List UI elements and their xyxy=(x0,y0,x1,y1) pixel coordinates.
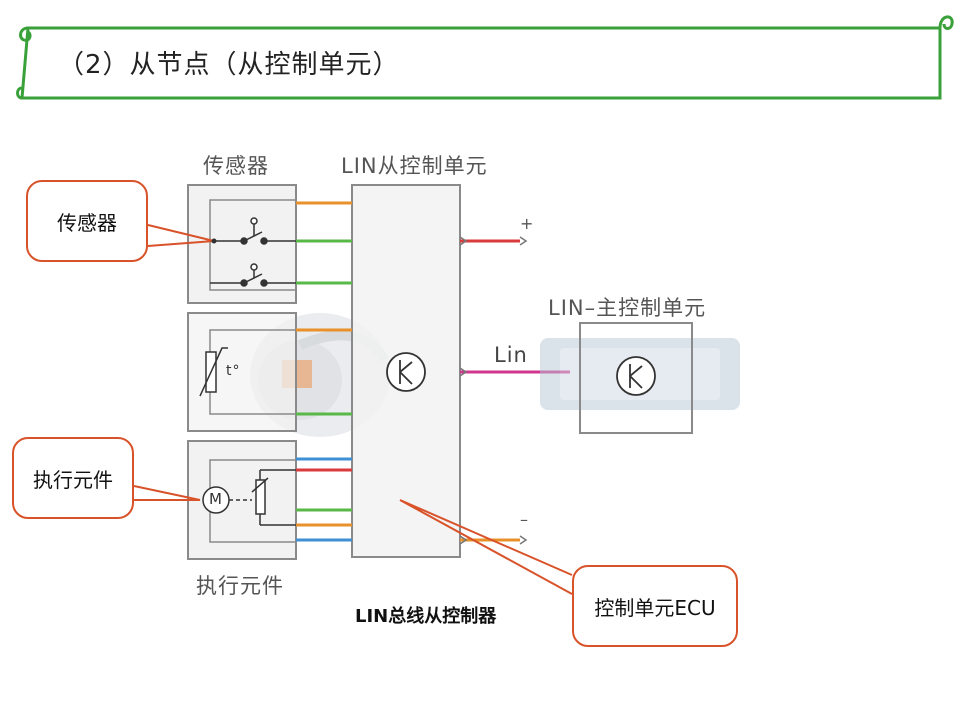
title-banner xyxy=(16,15,954,100)
master-unit-label: LIN–主控制单元 xyxy=(548,296,707,320)
thermistor-symbol xyxy=(199,347,228,397)
diagram-caption: LIN总线从控制器 xyxy=(355,606,497,627)
sensor-callout: 传感器 xyxy=(26,180,148,262)
actuator-callout: 执行元件 xyxy=(12,437,134,519)
actuator-group-label: 执行元件 xyxy=(196,574,284,598)
wires xyxy=(296,201,570,542)
slave-unit-label: LIN从控制单元 xyxy=(341,154,488,178)
sensor-switch-2 xyxy=(210,263,296,287)
ecu-callout: 控制单元ECU xyxy=(572,565,738,647)
page-title: （2）从节点（从控制单元） xyxy=(58,50,400,80)
motor-label: M xyxy=(209,490,223,508)
sensor-inner-frame xyxy=(209,199,297,291)
minus-terminal-label: – xyxy=(520,510,529,529)
sensor-pointer-dot xyxy=(211,238,217,244)
lin-wire-label: Lin xyxy=(494,343,528,367)
sensor-group-label: 传感器 xyxy=(203,154,269,178)
potentiometer-symbol xyxy=(229,469,296,526)
master-transistor-icon xyxy=(616,356,656,396)
terminal-arrows xyxy=(459,236,528,545)
thermistor-label: t° xyxy=(226,363,241,379)
transistor-icon xyxy=(386,352,426,392)
lin-master-unit-box xyxy=(579,322,693,434)
plus-terminal-label: + xyxy=(520,214,535,233)
